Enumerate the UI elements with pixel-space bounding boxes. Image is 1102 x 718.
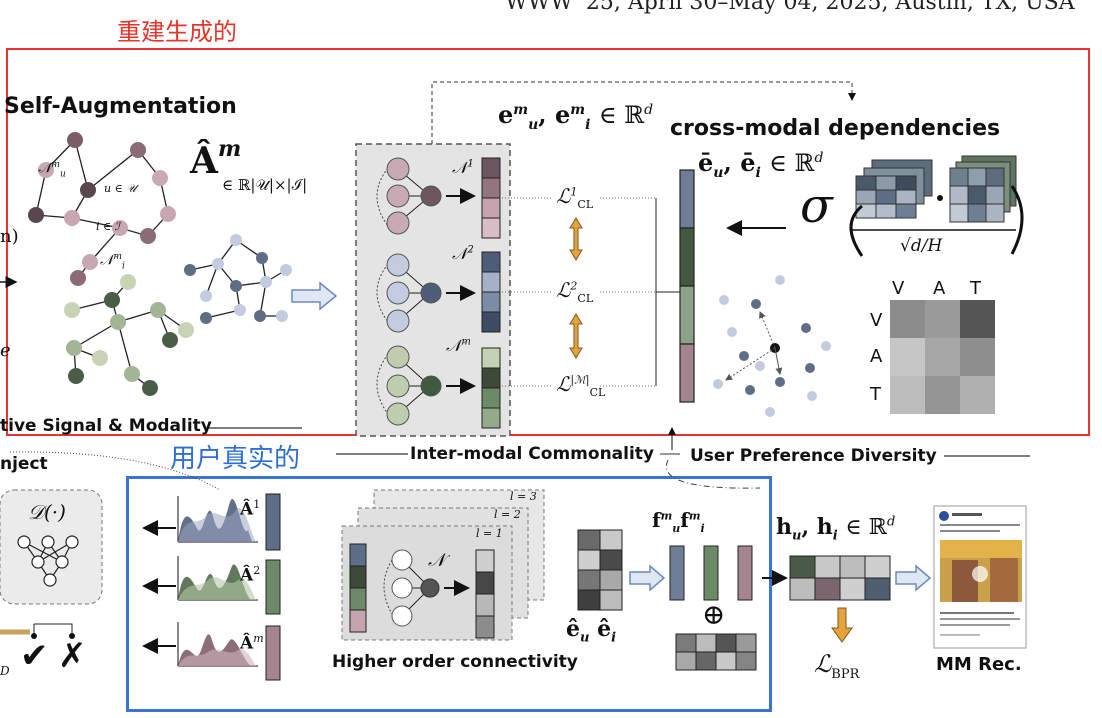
adjacency-space: ∈ ℝ|𝒰|×|ℐ| xyxy=(222,176,308,194)
a-hat-2-label: Â2 xyxy=(240,564,261,586)
partial-e: e xyxy=(0,340,11,361)
graph-nodes xyxy=(28,132,292,396)
user-preference-diversity-label: User Preference Diversity xyxy=(690,446,937,466)
adjacency-symbol: Â xyxy=(190,140,218,182)
flow-arrow-1 xyxy=(291,281,338,311)
oplus-symbol: ⊕ xyxy=(702,598,726,631)
layer-2-label: l = 2 xyxy=(494,508,521,521)
spectrum-1 xyxy=(177,496,258,543)
fused-embedding-column xyxy=(679,169,695,403)
clm-label: ℒ|ℳ|CL xyxy=(556,372,606,399)
reconstructed-annotation: 重建生成的 xyxy=(117,18,237,46)
matrix-col-a: A xyxy=(933,278,946,299)
a-hat-m-label: Âm xyxy=(240,632,264,654)
f-label: fmufmi xyxy=(652,508,705,535)
encoder-row-3 xyxy=(376,345,501,429)
inject-label: nject xyxy=(0,454,48,474)
h-grid xyxy=(789,555,891,601)
cl-double-arrows xyxy=(569,217,583,359)
inter-modal-commonality-label: Inter-modal Commonality xyxy=(410,444,655,464)
n-label: 𝒩 xyxy=(428,550,446,571)
encoder-row-1 xyxy=(376,157,501,239)
matrix-row-t: T xyxy=(870,384,881,405)
cross-icon: ✗ xyxy=(58,636,87,676)
fused-embedding-label: ēu, ēi ∈ ℝd xyxy=(698,148,824,181)
higher-order-label: Higher order connectivity xyxy=(332,652,578,672)
signal-modality-label: tive Signal & Modality xyxy=(0,416,212,436)
partial-paren: n) xyxy=(0,226,19,247)
recommendation-post xyxy=(933,505,1027,649)
a-hat-1-label: Â1 xyxy=(240,498,261,520)
n1-label: 𝒩1 xyxy=(452,158,474,177)
spectrum-2 xyxy=(177,556,258,601)
node-u-label: u ∈ 𝒰 xyxy=(104,182,137,195)
fusion-grid xyxy=(675,633,757,671)
self-augmentation-title: Self-Augmentation xyxy=(4,94,237,119)
bpr-loss-label: ℒBPR xyxy=(814,650,860,682)
modality-embedding-label: emu, emi ∈ ℝd xyxy=(498,100,654,133)
check-icon: ✔ xyxy=(20,636,49,676)
eu-ei-label: êu êi xyxy=(566,616,617,646)
mm-rec-label: MM Rec. xyxy=(936,654,1022,675)
layer-3-label: l = 3 xyxy=(510,490,537,503)
sigma-symbol: σ xyxy=(800,178,833,234)
adjacency-sup: m xyxy=(218,136,242,162)
n2-label: 𝒩2 xyxy=(452,244,474,263)
node-i-label: i ∈ ℐ xyxy=(96,220,120,233)
neighbor-u-label: 𝒩mu xyxy=(38,160,66,180)
user-real-annotation: 用户真实的 xyxy=(170,444,301,474)
denoiser-label: 𝒟(·) xyxy=(28,500,66,524)
matrix-row-a: A xyxy=(870,346,883,367)
vat-heatmap xyxy=(890,300,995,414)
sqrt-label: √d/H xyxy=(900,236,943,256)
user-real-box xyxy=(126,476,772,712)
cl1-label: ℒ1CL xyxy=(556,184,594,211)
spectrum-m xyxy=(177,622,258,667)
cross-modal-title: cross-modal dependencies xyxy=(670,116,1001,141)
cl2-label: ℒ2CL xyxy=(556,278,594,305)
encoder-row-2 xyxy=(376,251,501,333)
reconstructed-box xyxy=(6,48,1090,436)
neighbor-i-label: 𝒩mi xyxy=(100,252,125,272)
higher-order-layers xyxy=(341,489,545,641)
matrix-row-v: V xyxy=(870,310,883,331)
matrix-col-v: V xyxy=(892,278,905,299)
attention-matrix-right xyxy=(949,155,1017,223)
d-label: D xyxy=(0,664,10,678)
eu-ei-grid xyxy=(577,529,623,611)
attention-matrix-left xyxy=(855,159,933,219)
layer-1-label: l = 1 xyxy=(476,527,503,540)
h-label: hu, hi ∈ ℝd xyxy=(776,514,896,544)
nm-label: 𝒩m xyxy=(446,336,471,355)
user-scatter xyxy=(713,275,831,417)
denoiser-network xyxy=(17,535,79,587)
matrix-col-t: T xyxy=(970,278,981,299)
venue-header: WWW '25, April 30–May 04, 2025, Austin, … xyxy=(505,0,1075,15)
